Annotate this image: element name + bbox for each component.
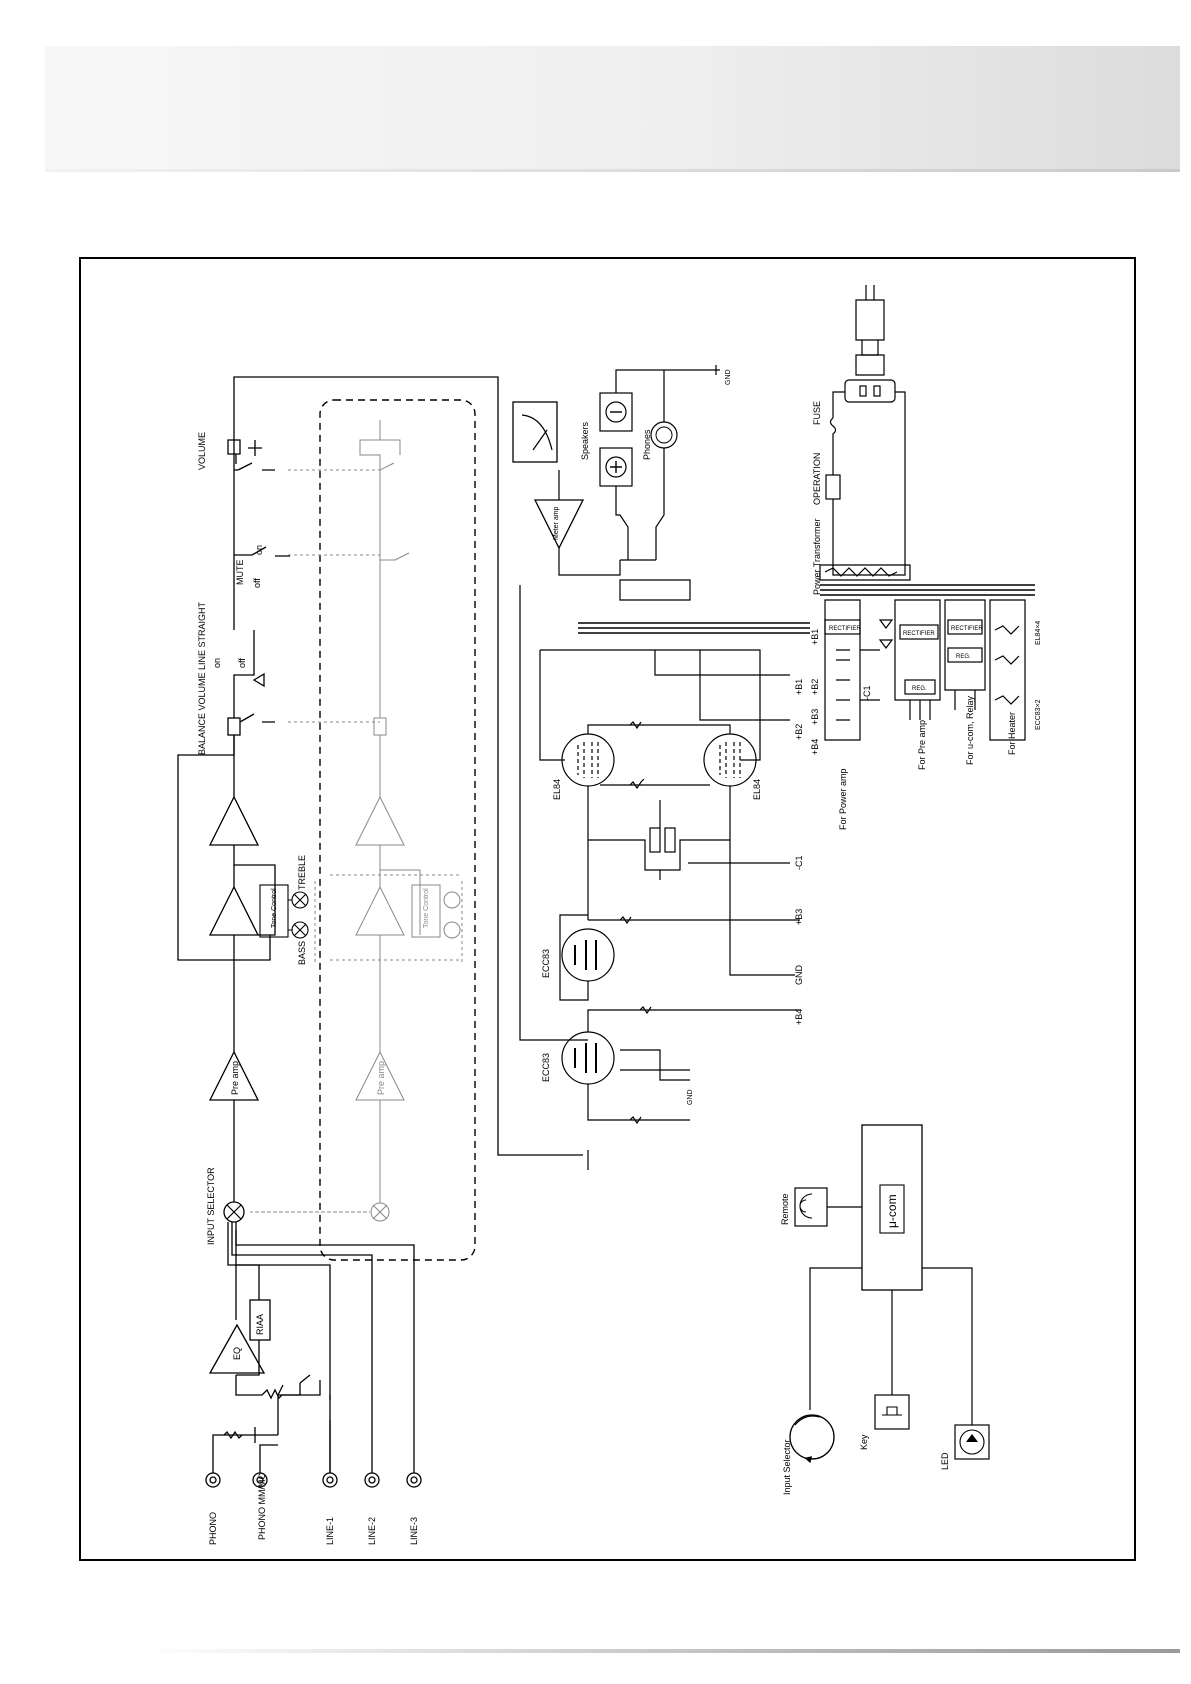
label-bass: BASS: [297, 941, 307, 965]
label-ecc83-2: ECC83: [541, 1053, 551, 1082]
eq-amp: [208, 1323, 266, 1374]
label-for-heater: For Heater: [1007, 712, 1017, 755]
riaa-network: [249, 1299, 271, 1341]
label-b1: +B1: [794, 679, 804, 695]
level-meter: [512, 401, 558, 463]
label-speakers: Speakers: [580, 421, 590, 460]
label-el84-x4: EL84×4: [1035, 621, 1042, 645]
label-input-selector: INPUT SELECTOR: [206, 1167, 216, 1245]
label-tone-control: Tone Control: [271, 888, 278, 928]
ecc83-tube-1: [561, 928, 615, 982]
led-indicator: [954, 1424, 990, 1460]
label-c1-ps: -C1: [862, 685, 872, 700]
label-off-1: off: [237, 658, 247, 668]
label-mute: MUTE: [235, 560, 245, 586]
label-reg-1: REG.: [912, 686, 927, 692]
label-b4: +B4: [794, 1009, 804, 1025]
label-b2-ps: +B2: [810, 679, 820, 695]
label-key: Key: [859, 1434, 869, 1450]
phono-jack: [205, 1472, 221, 1488]
phones-jack: [650, 421, 678, 449]
label-el84-1: EL84: [552, 779, 562, 800]
bass-treble-knobs: [288, 891, 309, 939]
label-gnd-2: GND: [794, 965, 804, 986]
el84-tube-1: [561, 733, 615, 787]
label-line-straight: LINE STRAIGHT: [197, 601, 207, 670]
right-channel-chain: [250, 420, 463, 1222]
label-on-2: on: [254, 545, 264, 555]
label-b1-ps: +B1: [810, 629, 820, 645]
label-phones: Phones: [642, 429, 652, 460]
tone-amp: [208, 885, 260, 936]
key-switch: [874, 1394, 910, 1430]
label-b3: +B3: [794, 909, 804, 925]
ucom-wiring: [809, 1206, 973, 1425]
label-fuse: FUSE: [812, 401, 822, 425]
label-meter-amp: Meter amp: [553, 506, 560, 540]
output-stage: [539, 622, 810, 1170]
label-volume: VOLUME: [197, 432, 207, 470]
power-plug: [825, 285, 906, 576]
label-b4-ps: +B4: [810, 739, 820, 755]
label-line3: LINE-3: [409, 1517, 419, 1545]
input-jacks: [205, 1222, 422, 1488]
label-b2: +B2: [794, 724, 804, 740]
line3-jack: [406, 1472, 422, 1488]
rectifier-3: [947, 619, 983, 635]
label-ucom: μ-com: [885, 1194, 899, 1228]
line1-jack: [322, 1472, 338, 1488]
label-rectifier-2: RECTIFIER: [903, 631, 935, 637]
label-power-transformer: Power Transformer: [812, 518, 822, 595]
label-ecc83-1: ECC83: [541, 949, 551, 978]
label-tone-control-right: Tone Control: [423, 888, 430, 928]
label-phono: PHONO: [208, 1512, 218, 1545]
label-pre-amp: Pre amp: [230, 1061, 240, 1095]
label-line1: LINE-1: [325, 1517, 335, 1545]
buffer-amp: [208, 795, 260, 846]
footer-rule: [140, 1649, 1180, 1653]
label-eq: EQ: [232, 1347, 242, 1360]
label-balance-volume: BALANCE VOLUME: [197, 672, 207, 755]
label-off-2: off: [252, 578, 262, 588]
label-for-power-amp: For Power amp: [838, 768, 848, 830]
ucom-label-box: [879, 1184, 905, 1234]
label-rectifier-3: RECTIFIER: [951, 626, 983, 632]
tone-control-left: [259, 884, 289, 938]
label-ecc83-x2: ECC83×2: [1035, 699, 1042, 730]
label-rectifier-1: RECTIFIER: [829, 626, 861, 632]
label-remote: Remote: [780, 1193, 790, 1225]
rectifier-1: [824, 619, 861, 635]
label-riaa: RIAA: [255, 1314, 265, 1335]
left-channel-chain: [177, 376, 583, 1202]
header-band: [45, 46, 1180, 172]
label-line2: LINE-2: [367, 1517, 377, 1545]
label-input-selector-knob: Input Selector: [782, 1439, 792, 1495]
power-transformer: [819, 564, 1035, 741]
label-b3-ps: +B3: [810, 709, 820, 725]
label-led: LED: [940, 1452, 950, 1470]
label-on-1: on: [212, 658, 222, 668]
label-operation: OPERATION: [812, 453, 822, 505]
right-channel-box: [319, 399, 476, 1261]
label-gnd-1: GND: [725, 369, 732, 385]
regulator-2: [947, 647, 983, 663]
line2-jack: [364, 1472, 380, 1488]
diagram-frame: [79, 257, 1136, 1561]
label-reg-2: REG.: [956, 654, 971, 660]
label-phono-mm-mc: PHONO MM/MC: [257, 1473, 267, 1540]
speaker-wiring: [519, 365, 720, 1041]
label-gnd-3: GND: [687, 1089, 694, 1105]
regulator-1: [904, 679, 936, 695]
label-for-pre-amp: For Pre amp: [917, 720, 927, 770]
label-c1: -C1: [794, 855, 804, 870]
label-el84-2: EL84: [752, 779, 762, 800]
label-treble: TREBLE: [297, 855, 307, 890]
rectifier-2: [899, 624, 939, 640]
label-pre-amp-right: Pre amp: [376, 1061, 386, 1095]
label-for-ucom-relay: For u-com, Relay: [965, 695, 975, 765]
